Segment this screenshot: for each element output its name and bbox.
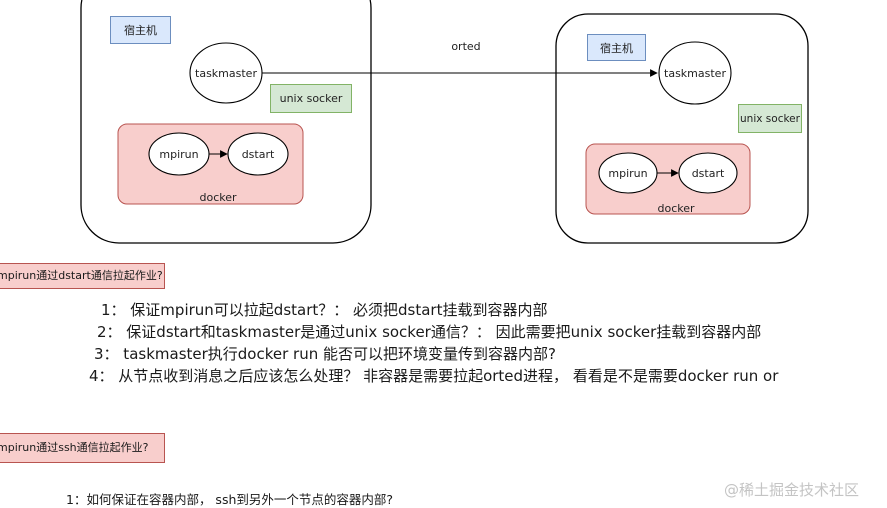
- right-host-label: 宿主机: [587, 34, 646, 61]
- right-dstart-label: dstart: [691, 166, 725, 180]
- right-mpirun-label: mpirun: [608, 166, 648, 180]
- left-docker-label: docker: [199, 190, 237, 204]
- right-taskmaster-node: [658, 41, 732, 105]
- note-dstart-question: mpirun通过dstart通信拉起作业?: [0, 263, 165, 289]
- left-mpirun-label: mpirun: [159, 147, 199, 161]
- right-docker-label: docker: [657, 201, 695, 215]
- left-dstart-node: [227, 132, 289, 176]
- link-label: orted: [451, 39, 481, 53]
- right-dstart-node: [678, 152, 738, 194]
- question-4: 4： 从节点收到消息之后应该怎么处理？ 非容器是需要拉起orted进程， 看看是…: [89, 367, 779, 385]
- note-ssh-question: mpirun通过ssh通信拉起作业?: [0, 433, 165, 463]
- watermark: @稀土掘金技术社区: [724, 481, 860, 499]
- right-socket-label: unix socker: [738, 104, 802, 133]
- question-3: 3： taskmaster执行docker run 能否可以把环境变量传到容器内…: [94, 345, 556, 363]
- left-socket-label: unix socker: [270, 84, 352, 113]
- left-taskmaster-label: taskmaster: [195, 66, 257, 80]
- question-2: 2： 保证dstart和taskmaster是通过unix socker通信？：…: [97, 323, 762, 341]
- architecture-diagram: [80, 0, 809, 244]
- right-taskmaster-label: taskmaster: [664, 66, 726, 80]
- ssh-question-1: 1：如何保证在容器内部， ssh到另外一个节点的容器内部?: [66, 492, 394, 507]
- left-host-label: 宿主机: [110, 16, 171, 44]
- left-dstart-label: dstart: [241, 147, 275, 161]
- question-1: 1： 保证mpirun可以拉起dstart？： 必须把dstart挂载到容器内部: [101, 301, 548, 319]
